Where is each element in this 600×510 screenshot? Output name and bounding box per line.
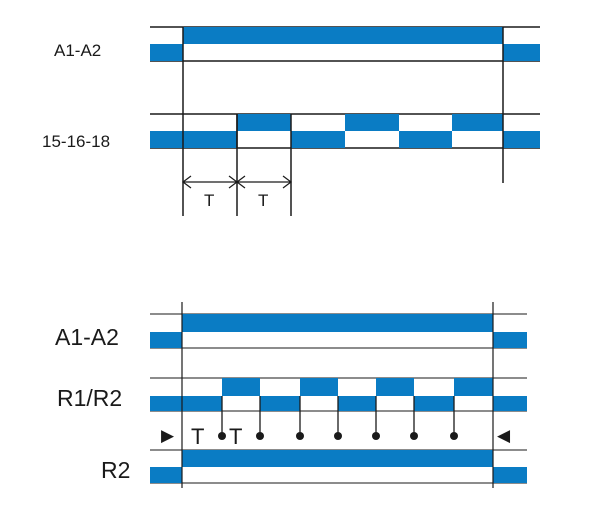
row-r1-r2-signal	[150, 377, 527, 412]
signal-high	[300, 378, 338, 396]
pin-dot	[256, 432, 264, 440]
dimension-t2: T	[236, 175, 292, 210]
dimension-t1: T	[182, 175, 238, 210]
label-r2: R2	[101, 457, 130, 483]
signal-low	[503, 44, 540, 61]
signal-low	[338, 396, 376, 411]
label-a1-a2: A1-A2	[54, 41, 101, 60]
label-t: T	[229, 424, 242, 449]
label-15-16-18: 15-16-18	[42, 132, 110, 151]
signal-low	[150, 131, 183, 148]
signal-low	[399, 131, 452, 148]
marker-right-icon: ◀	[497, 426, 511, 446]
signal-high	[454, 378, 493, 396]
diagram-1: A1-A2 15-16-18	[42, 26, 540, 216]
signal-high	[183, 27, 503, 44]
marker-left-icon: ▶	[161, 426, 175, 446]
pin-dot	[334, 432, 342, 440]
row-r2-signal	[150, 449, 527, 484]
pin-dot	[450, 432, 458, 440]
row-output-signal	[150, 113, 540, 149]
signal-low	[260, 396, 300, 411]
signal-low	[493, 467, 527, 483]
signal-high	[452, 114, 503, 131]
pin-dot	[410, 432, 418, 440]
label-t: T	[191, 424, 204, 449]
signal-low	[183, 131, 237, 148]
signal-low	[503, 131, 540, 148]
signal-high	[182, 314, 493, 332]
signal-low	[291, 131, 345, 148]
signal-low	[493, 396, 527, 411]
signal-low	[150, 332, 182, 348]
signal-high	[376, 378, 414, 396]
signal-high	[222, 378, 260, 396]
signal-low	[493, 332, 527, 348]
signal-low	[150, 467, 182, 483]
row-a1-a2-signal	[150, 26, 540, 62]
diagram-2: A1-A2 R1/R2 R2	[55, 302, 527, 488]
pin-dot	[372, 432, 380, 440]
pin-dot	[296, 432, 304, 440]
signal-low	[150, 396, 222, 411]
label-r1-r2: R1/R2	[57, 385, 122, 411]
label-t: T	[258, 191, 268, 210]
arrowhead-left	[236, 175, 246, 189]
arrowhead-right	[282, 175, 292, 189]
pulse-pins	[218, 396, 458, 440]
label-t: T	[204, 191, 214, 210]
row-a1-a2-signal	[150, 313, 527, 349]
signal-low	[414, 396, 454, 411]
signal-high	[345, 114, 399, 131]
pin-dot	[218, 432, 226, 440]
signal-high	[182, 450, 493, 467]
label-a1-a2: A1-A2	[55, 324, 119, 350]
signal-high	[237, 114, 291, 131]
signal-low	[150, 44, 183, 61]
arrowhead-left	[182, 175, 192, 189]
